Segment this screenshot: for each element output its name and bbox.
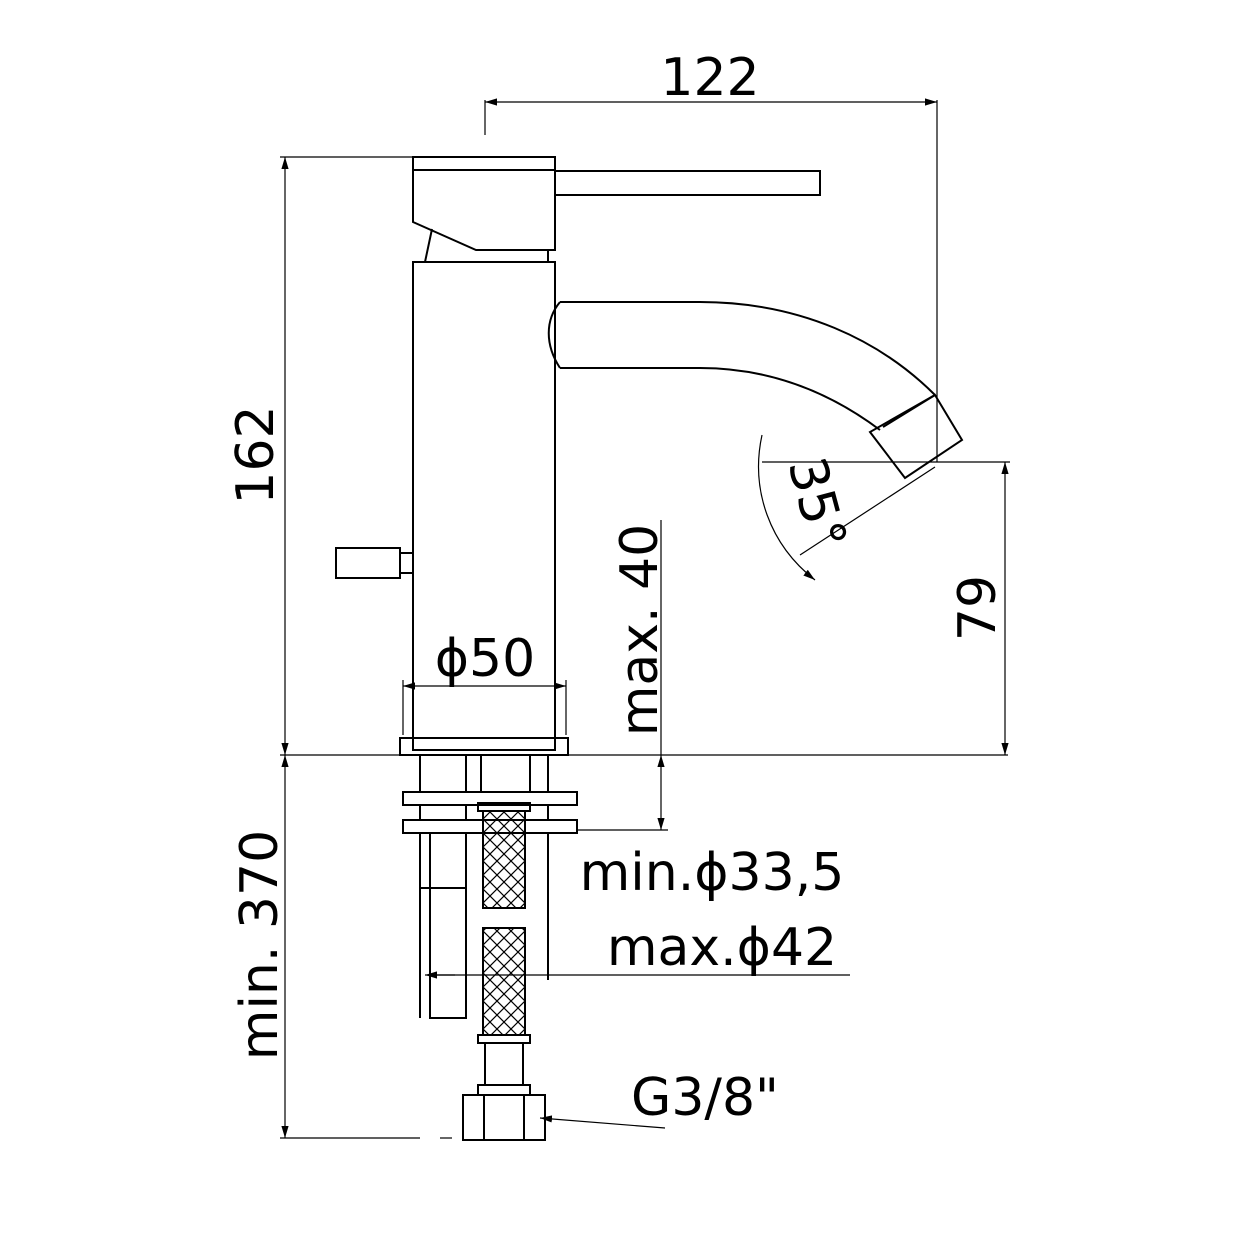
spout-height-label: 79 — [948, 575, 1008, 641]
angle-label: 35° — [776, 451, 858, 556]
thread-label: G3/8" — [631, 1068, 779, 1128]
mounting-hardware — [402, 755, 578, 1141]
faucet-body — [335, 156, 821, 756]
dimension-lines — [280, 98, 1010, 1139]
height-label: 162 — [226, 405, 286, 504]
max-hole-label: max.ϕ42 — [607, 918, 837, 978]
width-label: 122 — [660, 48, 759, 108]
hose-length-label: min. 370 — [230, 830, 290, 1060]
deck-thickness-label: max. 40 — [610, 524, 670, 737]
body-diameter-label: ϕ50 — [435, 629, 535, 689]
min-hole-label: min.ϕ33,5 — [580, 843, 845, 903]
spout — [547, 300, 964, 480]
dimension-labels: 122 162 79 35° ϕ50 max. 40 min.ϕ33,5 max… — [226, 48, 1008, 1128]
